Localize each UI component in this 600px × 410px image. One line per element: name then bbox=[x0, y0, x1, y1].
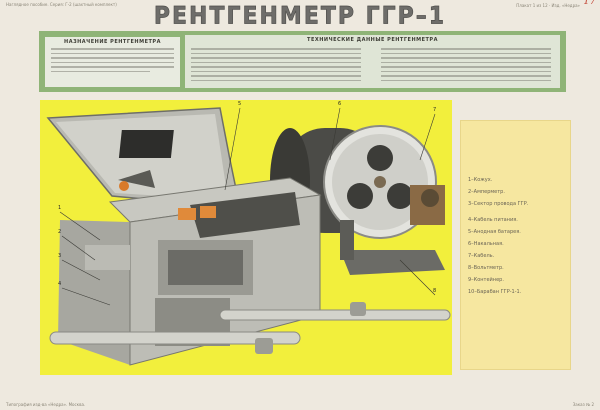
legend-item: 9–Контейнер. bbox=[468, 277, 504, 283]
header-right-text: Плакат 1 из 12 · Изд. «Недра» bbox=[516, 3, 580, 8]
description-band: НАЗНАЧЕНИЕ РЕНТГЕНМЕТРА ТЕХНИЧЕСКИЕ ДАНН… bbox=[39, 31, 566, 92]
legend-item: 1–Кожух. bbox=[468, 177, 493, 183]
header-left-text: Наглядное пособие. Серия: Г-2 (шахтный к… bbox=[6, 2, 117, 7]
rentgenmeter-illustration bbox=[46, 107, 451, 366]
legend-item: 5–Анодная батарея. bbox=[468, 229, 521, 235]
sled-runners bbox=[49, 302, 451, 354]
legend-item: 3–Сектор провода ГГР. bbox=[468, 201, 529, 207]
legend-item: 2–Амперметр. bbox=[468, 189, 505, 195]
callout-6: 6 bbox=[338, 101, 342, 107]
specs-heading: ТЕХНИЧЕСКИЕ ДАННЫЕ РЕНТГЕНМЕТРА bbox=[307, 37, 438, 43]
poster-title: РЕНТГЕНМЕТР ГГР–1 bbox=[153, 2, 447, 31]
legend-item: 6–Накальная. bbox=[468, 241, 504, 247]
purpose-heading: НАЗНАЧЕНИЕ РЕНТГЕНМЕТРА bbox=[64, 39, 161, 45]
footer-left-text: Типография изд-ва «Недра». Москва. bbox=[6, 402, 86, 407]
callout-leaders bbox=[59, 107, 436, 306]
callout-2: 2 bbox=[58, 229, 62, 235]
legend-panel: 1–Кожух. 2–Амперметр. 3–Сектор провода Г… bbox=[460, 120, 571, 370]
handwritten-number: 17 bbox=[583, 0, 596, 7]
instrument-lid bbox=[46, 107, 241, 209]
callout-4: 4 bbox=[58, 281, 62, 287]
callout-8: 8 bbox=[433, 288, 437, 294]
callout-1: 1 bbox=[58, 205, 62, 211]
legend-item: 10–Барабан ГГР-1-1. bbox=[468, 289, 522, 295]
purpose-box: НАЗНАЧЕНИЕ РЕНТГЕНМЕТРА bbox=[45, 37, 180, 87]
legend-item: 7–Кабель. bbox=[468, 253, 495, 259]
specs-box: ТЕХНИЧЕСКИЕ ДАННЫЕ РЕНТГЕНМЕТРА bbox=[185, 35, 560, 88]
callout-5: 5 bbox=[238, 101, 242, 107]
legend-item: 8–Вольтметр. bbox=[468, 265, 504, 271]
callout-7: 7 bbox=[433, 107, 437, 113]
instrument-case bbox=[58, 177, 322, 366]
legend-item: 4–Кабель питания. bbox=[468, 217, 518, 223]
callout-3: 3 bbox=[58, 253, 62, 259]
footer-right-text: Заказ № 2 bbox=[572, 402, 594, 407]
